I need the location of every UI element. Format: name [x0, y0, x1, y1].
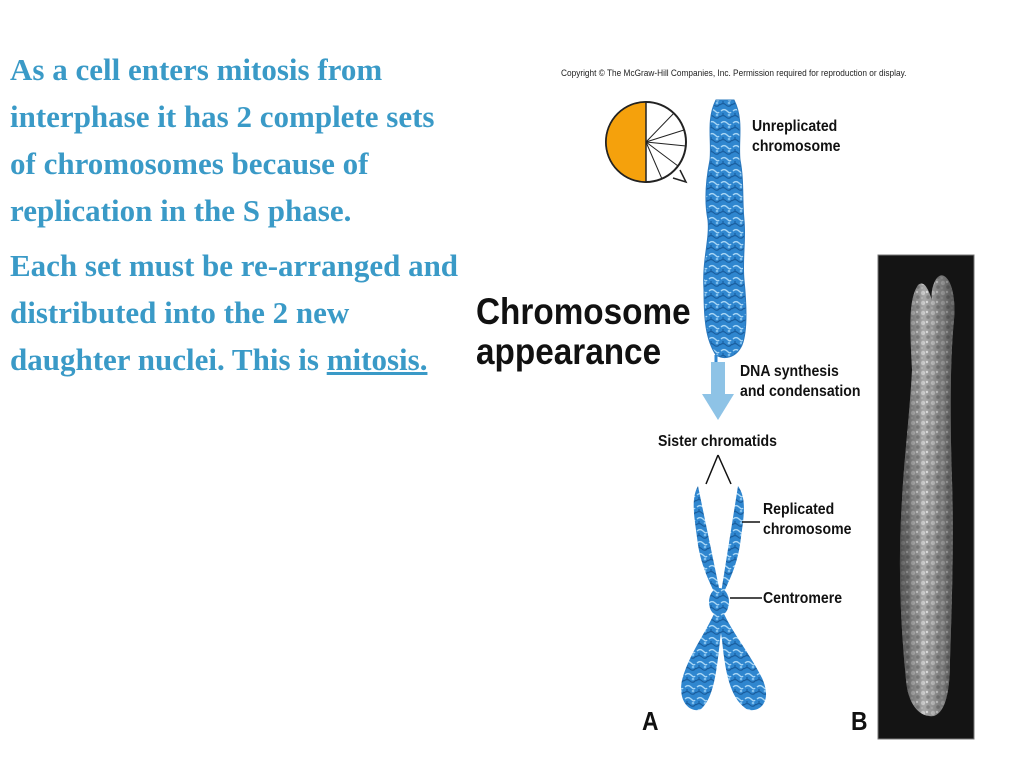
- paragraph-2: Each set must be re-arranged and distrib…: [10, 242, 460, 383]
- label-panel-b: B: [851, 706, 868, 736]
- replicated-chromosome: [681, 486, 767, 711]
- paragraph-2-text: Each set must be re-arranged and distrib…: [10, 248, 459, 377]
- cell-cycle-icon: [605, 101, 688, 184]
- label-centromere: Centromere: [763, 590, 843, 607]
- text-block: As a cell enters mitosis from interphase…: [10, 46, 460, 383]
- paragraph-1: As a cell enters mitosis from interphase…: [10, 52, 435, 228]
- label-sister-chromatids: Sister chromatids: [658, 433, 777, 450]
- label-panel-a: A: [642, 706, 659, 736]
- unreplicated-chromosome: [703, 99, 747, 358]
- micrograph-image: [877, 254, 975, 740]
- copyright-notice: Copyright © The McGraw-Hill Companies, I…: [561, 68, 907, 78]
- down-arrow-icon: [702, 362, 734, 420]
- mitosis-term: mitosis.: [326, 342, 428, 377]
